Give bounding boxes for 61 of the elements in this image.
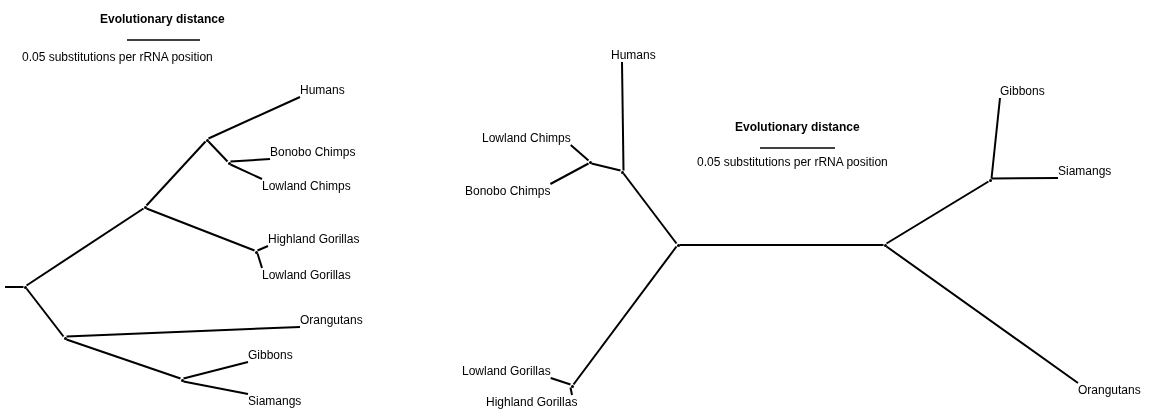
- branch-point: [588, 160, 592, 164]
- branch-line: [549, 162, 590, 185]
- species-label: Humans: [300, 83, 345, 97]
- branch-line: [990, 177, 1059, 180]
- branch-line: [885, 245, 1079, 384]
- branch-line: [229, 158, 271, 163]
- branch-line: [885, 180, 990, 245]
- scale-caption: 0.05 substitutions per rRNA position: [697, 155, 888, 169]
- branch-point: [143, 205, 147, 209]
- branch-line: [590, 162, 622, 172]
- species-label: Highland Gorillas: [268, 232, 360, 246]
- branch-line: [621, 61, 625, 172]
- branch-point: [883, 243, 887, 247]
- branch-line: [229, 163, 263, 180]
- species-label: Lowland Chimps: [482, 131, 571, 145]
- species-label: Lowland Gorillas: [262, 268, 351, 282]
- branch-line: [4, 286, 25, 288]
- branch-line: [65, 338, 182, 380]
- branch-point: [620, 170, 624, 174]
- branch-point: [205, 138, 209, 142]
- species-label: Bonobo Chimps: [270, 145, 356, 159]
- scale-caption: 0.05 substitutions per rRNA position: [22, 50, 213, 64]
- branch-line: [145, 207, 256, 252]
- branch-point: [676, 243, 680, 247]
- scale-title: Evolutionary distance: [735, 120, 860, 134]
- species-label: Gibbons: [1000, 84, 1045, 98]
- species-label: Highland Gorillas: [486, 395, 578, 409]
- branch-point: [23, 285, 27, 289]
- branch-line: [256, 252, 263, 269]
- branch-line: [182, 361, 249, 380]
- species-label: Lowland Gorillas: [462, 364, 551, 378]
- species-label: Gibbons: [248, 348, 293, 362]
- branch-line: [990, 97, 1001, 180]
- species-label: Siamangs: [248, 394, 302, 408]
- species-label: Orangutans: [300, 313, 363, 327]
- branch-line: [569, 386, 573, 396]
- branch-line: [207, 140, 229, 163]
- species-label: Orangutans: [1078, 383, 1141, 397]
- branch-line: [145, 140, 207, 207]
- branch-point: [227, 161, 231, 165]
- branch-line: [549, 377, 572, 386]
- branch-point: [180, 378, 184, 382]
- branch-point: [570, 384, 574, 388]
- branch-point: [988, 178, 992, 182]
- scale-title: Evolutionary distance: [100, 12, 225, 26]
- branch-line: [678, 244, 885, 246]
- branch-line: [569, 144, 590, 162]
- species-label: Bonobo Chimps: [465, 184, 551, 198]
- branch-line: [182, 380, 249, 395]
- branch-line: [25, 207, 145, 287]
- branch-line: [207, 96, 301, 140]
- branch-line: [622, 172, 678, 245]
- branch-point: [254, 250, 258, 254]
- branch-line: [25, 287, 65, 338]
- branch-line: [65, 326, 301, 338]
- species-label: Siamangs: [1058, 164, 1112, 178]
- species-label: Humans: [611, 48, 656, 62]
- branch-line: [256, 245, 269, 252]
- species-label: Lowland Chimps: [262, 179, 351, 193]
- branch-point: [63, 336, 67, 340]
- branch-line: [572, 245, 678, 386]
